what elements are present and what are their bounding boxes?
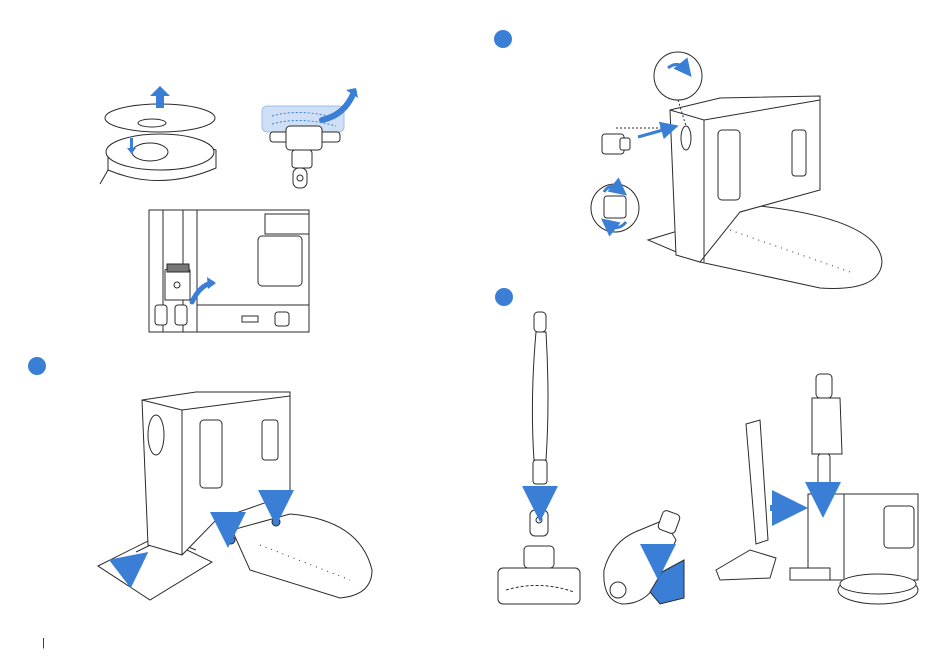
robot-cover-removal-illustration bbox=[100, 104, 216, 184]
brush-joint bbox=[292, 150, 312, 168]
floor-brush-upright bbox=[716, 550, 776, 580]
dock-water-tank bbox=[258, 236, 302, 286]
handheld-on-dock bbox=[812, 398, 842, 454]
robot-dustbin bbox=[132, 143, 168, 161]
ramp-right-plate bbox=[232, 514, 372, 598]
tube-top-connector bbox=[534, 312, 546, 332]
page-number: | bbox=[42, 637, 45, 649]
arrow-right-icon bbox=[638, 128, 670, 137]
step-marker-3 bbox=[495, 288, 513, 306]
robot-lid bbox=[105, 104, 215, 132]
dock-ramp-installation-illustration bbox=[98, 392, 372, 600]
dock-interior-illustration bbox=[149, 210, 309, 332]
step-marker-2 bbox=[494, 30, 512, 48]
dock-tank bbox=[884, 506, 914, 548]
extension-tube-upright bbox=[746, 420, 768, 544]
step-marker-1 bbox=[28, 357, 46, 375]
stick-assembly-illustration bbox=[498, 312, 918, 604]
extension-tube bbox=[532, 332, 548, 460]
dock-mount-hole bbox=[681, 126, 691, 150]
dock-tank bbox=[718, 130, 740, 200]
floor-brush-head bbox=[498, 568, 580, 604]
robot-brush bbox=[100, 170, 108, 184]
dock-bracket-installation-illustration bbox=[591, 52, 882, 288]
lid-handle bbox=[138, 119, 166, 127]
callout-magnifier-top bbox=[654, 52, 702, 100]
dock-tank bbox=[200, 420, 222, 488]
dock-side-window bbox=[148, 415, 164, 455]
brush-neck bbox=[524, 546, 554, 568]
brush-neck bbox=[286, 126, 322, 150]
dock-top-cover bbox=[265, 214, 309, 234]
